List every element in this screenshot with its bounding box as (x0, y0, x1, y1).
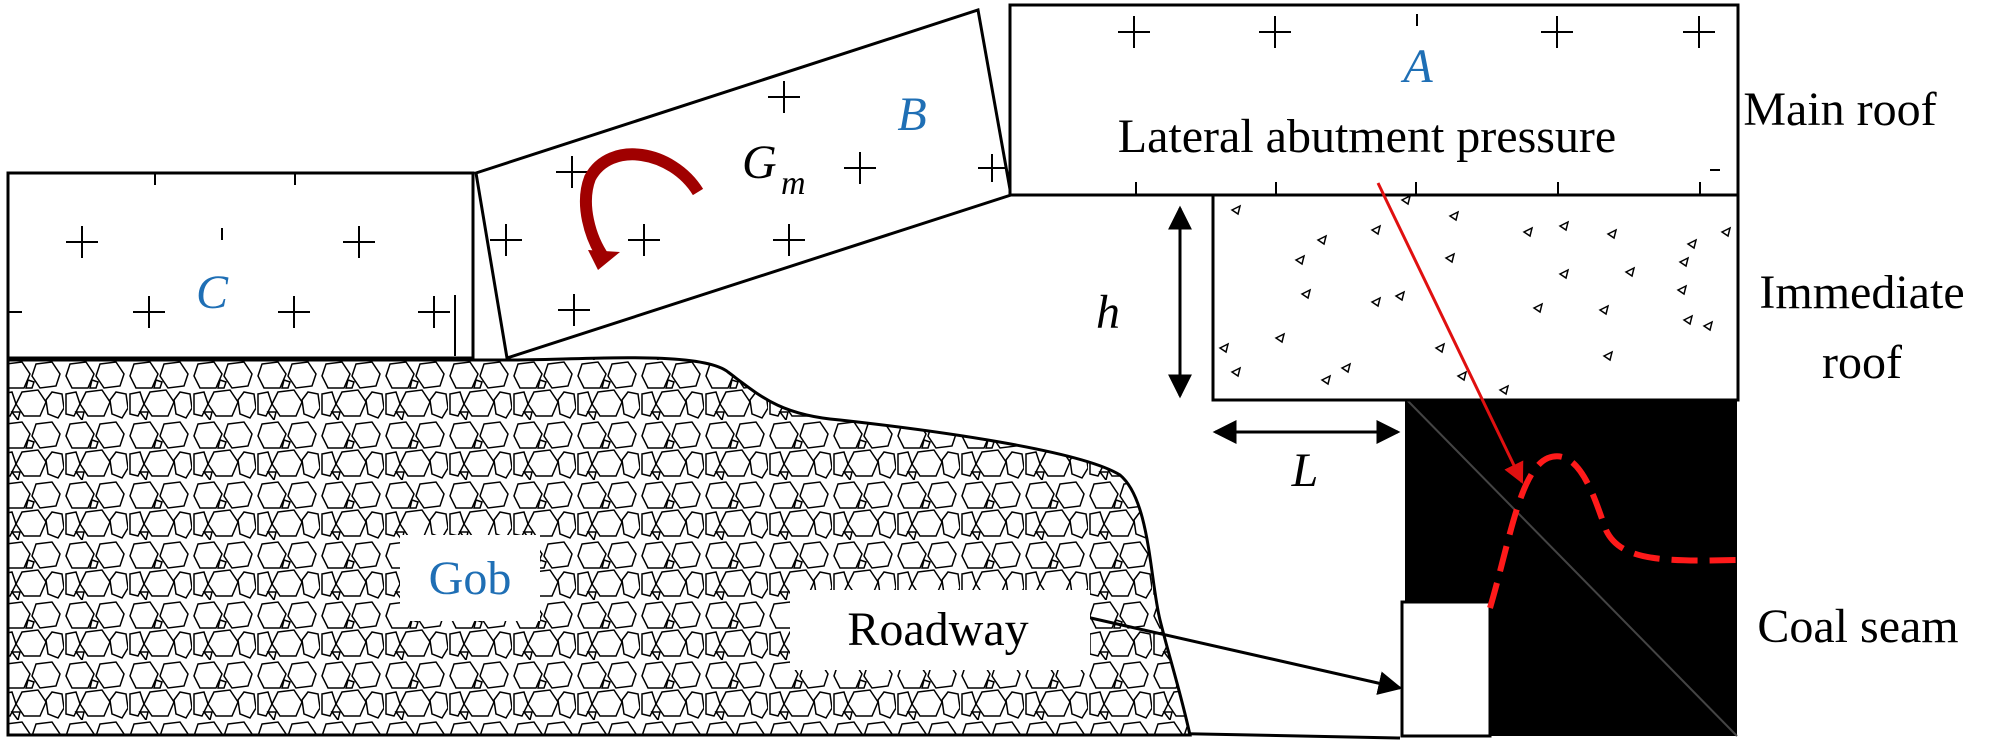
gm-label: G (742, 136, 777, 189)
block-b-label: B (897, 88, 926, 141)
roadway-label: Roadway (847, 603, 1028, 656)
gob-area (6, 356, 1192, 737)
gob-label-bg (400, 535, 540, 621)
roadway-leader-line (1081, 614, 1403, 695)
block-b-marks (490, 81, 1006, 326)
roadway (1400, 600, 1492, 738)
l-label: L (1291, 444, 1319, 497)
block-c-label: C (196, 266, 229, 319)
h-label: h (1096, 286, 1120, 339)
pressure-arrow (1376, 182, 1524, 484)
immediate-roof-grains (1218, 194, 1732, 396)
immediate-roof-label-line1: Immediate (1759, 266, 1964, 319)
block-a-marks (1118, 14, 1720, 195)
gob-label: Gob (429, 552, 512, 605)
coal-seam-label: Coal seam (1757, 600, 1958, 653)
rotation-arrow-head-icon (588, 250, 620, 270)
block-c-marks (8, 173, 456, 356)
immediate-roof (1211, 193, 1740, 402)
block-a-label: A (1400, 40, 1433, 93)
roadway-label-bg (790, 590, 1090, 670)
block-c (6, 171, 475, 360)
lateral-pressure-label-bg (1052, 98, 1682, 168)
rotation-arrow (579, 148, 704, 262)
lateral-pressure-label: Lateral abutment pressure (1118, 110, 1616, 163)
main-roof-label: Main roof (1743, 83, 1936, 136)
gm-subscript: m (781, 165, 806, 202)
immediate-roof-label-line2: roof (1822, 336, 1902, 389)
abutment-pressure-curve (1487, 453, 1737, 609)
coal-seam-diagonal (1404, 397, 1738, 737)
